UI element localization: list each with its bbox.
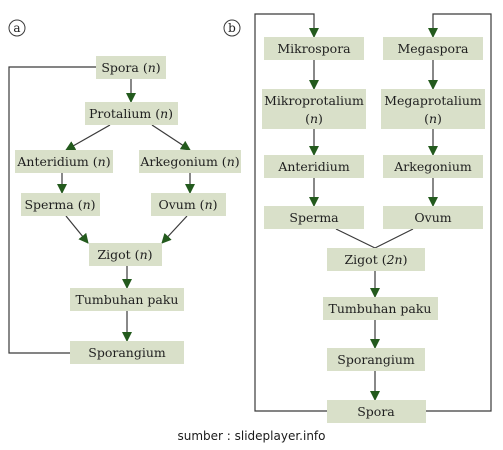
svg-text:Arkegonium: Arkegonium — [393, 159, 472, 174]
svg-text:Sperma: Sperma — [289, 210, 339, 225]
loop-sporangium-spora — [8, 66, 96, 354]
svg-text:Protalium (n): Protalium (n) — [89, 106, 173, 121]
svg-text:Sporangium: Sporangium — [88, 345, 166, 360]
node-b-arkegonium: Arkegonium — [383, 155, 483, 178]
svg-text:b: b — [228, 21, 236, 35]
node-a-protalium: Protalium (n) — [85, 102, 178, 125]
svg-text:Spora: Spora — [357, 404, 395, 419]
svg-text:Tumbuhan paku: Tumbuhan paku — [76, 292, 179, 307]
svg-text:Mikrospora: Mikrospora — [277, 41, 351, 56]
node-a-arkegonium: Arkegonium (n) — [139, 150, 241, 173]
node-b-megaprotalium: Megaprotalium (n) — [381, 89, 485, 129]
loop-spora-megaspora — [426, 13, 492, 412]
node-a-tumbuhan-paku: Tumbuhan paku — [70, 288, 184, 311]
loop-spora-mikrospora — [254, 13, 327, 412]
svg-text:Arkegonium (n): Arkegonium (n) — [139, 154, 239, 169]
svg-text:Sperma (n): Sperma (n) — [24, 197, 95, 212]
node-b-anteridium: Anteridium — [264, 155, 364, 178]
svg-text:Ovum: Ovum — [414, 210, 451, 225]
node-b-sporangium: Sporangium — [327, 348, 425, 371]
svg-text:Mikroprotalium: Mikroprotalium — [264, 93, 364, 108]
arrow-ovum-zigot — [161, 215, 188, 244]
arrow-protalium-anteridium — [65, 124, 111, 151]
panel-a-label: a — [8, 19, 26, 37]
svg-text:Ovum (n): Ovum (n) — [158, 197, 217, 212]
svg-text:Spora (n): Spora (n) — [101, 60, 160, 75]
node-b-zigot: Zigot (2n) — [327, 248, 425, 271]
fern-life-cycle-diagram: a Spora (n) Protalium (n) Anteridium (n — [8, 13, 492, 423]
node-a-zigot: Zigot (n) — [89, 243, 162, 266]
svg-text:(n): (n) — [424, 111, 442, 126]
panel-b-connectors — [254, 13, 492, 412]
arrow-sperma-zigot — [65, 215, 89, 244]
svg-text:Sporangium: Sporangium — [337, 352, 415, 367]
node-b-megaspora: Megaspora — [383, 37, 483, 60]
node-b-tumbuhan-paku: Tumbuhan paku — [323, 297, 438, 320]
svg-text:Anteridium: Anteridium — [277, 159, 350, 174]
node-a-spora: Spora (n) — [96, 56, 166, 79]
node-a-ovum: Ovum (n) — [151, 193, 226, 216]
panel-a-connectors — [8, 66, 195, 354]
node-b-ovum: Ovum — [383, 206, 483, 229]
svg-text:Zigot (2n): Zigot (2n) — [345, 252, 408, 267]
svg-text:Megaspora: Megaspora — [397, 41, 469, 56]
node-b-sperma: Sperma — [264, 206, 364, 229]
node-a-sporangium: Sporangium — [70, 341, 184, 364]
svg-text:Anteridium (n): Anteridium (n) — [16, 154, 110, 169]
node-b-mikroprotalium: Mikroprotalium (n) — [262, 89, 366, 129]
svg-text:a: a — [13, 21, 20, 35]
panel-a: a Spora (n) Protalium (n) Anteridium (n — [8, 19, 241, 364]
svg-text:(n): (n) — [305, 111, 323, 126]
arrow-protalium-arkegonium — [151, 124, 191, 151]
node-a-anteridium: Anteridium (n) — [15, 150, 113, 173]
svg-text:Megaprotalium: Megaprotalium — [384, 93, 482, 108]
node-a-sperma: Sperma (n) — [21, 193, 100, 216]
node-b-mikrospora: Mikrospora — [264, 37, 364, 60]
merge-sperma-ovum-zigot — [335, 228, 414, 249]
source-caption: sumber : slideplayer.info — [177, 429, 326, 443]
panel-b: b Mikrospora Megaspora Mi — [223, 13, 492, 423]
panel-b-label: b — [223, 19, 241, 37]
svg-text:Tumbuhan paku: Tumbuhan paku — [329, 301, 432, 316]
svg-text:Zigot (n): Zigot (n) — [97, 247, 152, 262]
node-b-spora: Spora — [327, 400, 426, 423]
